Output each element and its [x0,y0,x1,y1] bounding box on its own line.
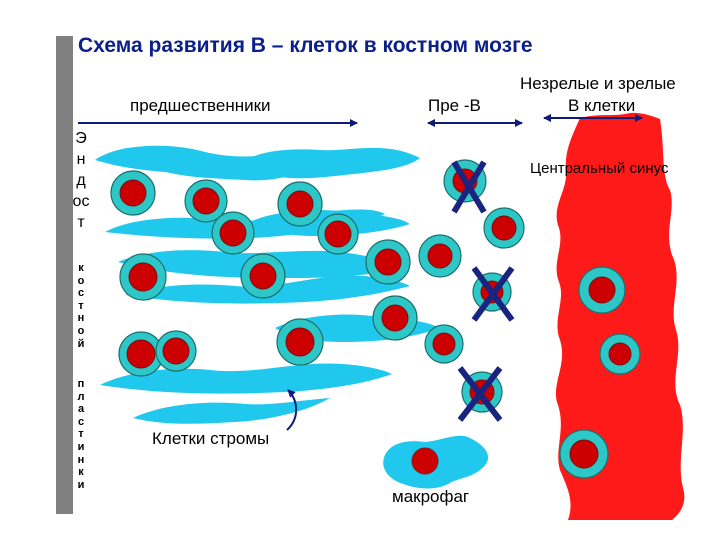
cell-nucleus [382,305,408,331]
central-sinus-label: Центральный синус [530,160,668,177]
cell-nucleus [375,249,401,275]
cell-nucleus [428,244,452,268]
cell-nucleus [163,338,189,364]
plate-vertical-label: п л а с т и н к и [66,378,96,491]
stroma-cell [133,398,330,424]
cell-nucleus [287,191,313,217]
cell-nucleus [250,263,276,289]
precursor-cell [120,254,166,300]
sinus-cell [600,334,640,374]
immature-mature-label-line1: Незрелые и зрелые [520,74,676,94]
macrophage-nucleus [412,448,438,474]
cell-nucleus [570,440,598,468]
bone-vertical-label: к о с т н о й [66,262,96,350]
macrophage-label: макрофаг [392,487,469,507]
cell-nucleus [492,216,516,240]
precursor-cell [241,254,285,298]
precursor-cell [111,171,155,215]
endosteum-vertical-label: Э н д ос т [66,128,96,233]
cell-nucleus [609,343,631,365]
pre-b-cell [425,325,463,363]
precursor-cell [318,214,358,254]
precursor-cell [366,240,410,284]
page-title: Схема развития В – клеток в костном мозг… [78,34,533,58]
pre-b-cell [484,208,524,248]
cell-nucleus [589,277,615,303]
cell-nucleus [193,188,219,214]
pre-b-label: Пре -В [428,96,481,116]
cell-nucleus [129,263,157,291]
precursor-cell [212,212,254,254]
stroma-cells-label: Клетки стромы [152,429,269,449]
precursor-cell [277,319,323,365]
precursor-cell [373,296,417,340]
precursor-cell [278,182,322,226]
immature-mature-label-line2: В клетки [568,96,635,116]
cell-nucleus [220,220,246,246]
cell-nucleus [286,328,314,356]
precursors-label: предшественники [130,96,271,116]
cell-nucleus [127,340,155,368]
sinus-cell [560,430,608,478]
precursor-cell [156,331,196,371]
sinus-cell [579,267,625,313]
pre-b-cell [419,235,461,277]
stroma-cell [240,148,420,178]
cell-nucleus [325,221,351,247]
cell-nucleus [120,180,146,206]
cell-nucleus [433,333,455,355]
